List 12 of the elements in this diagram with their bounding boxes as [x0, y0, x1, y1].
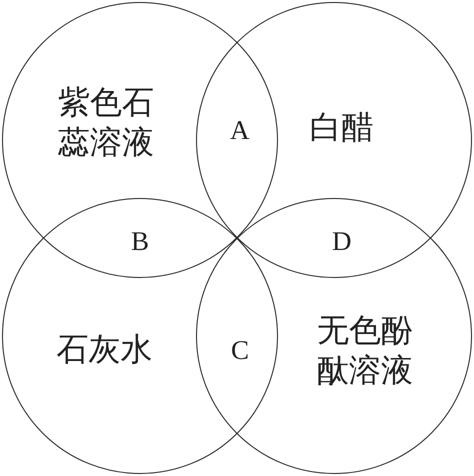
venn-circle: [2, 2, 278, 278]
region-letter: C: [231, 335, 250, 365]
venn-circle: [196, 2, 472, 278]
region-letter: D: [332, 226, 352, 256]
venn-circle: [2, 198, 278, 474]
region-letter: A: [230, 115, 250, 145]
region-letter: B: [131, 226, 150, 256]
venn-circle: [196, 198, 472, 474]
circle-label: 紫色石蕊溶液: [57, 83, 155, 162]
circle-label: 石灰水: [56, 330, 152, 370]
circle-label: 无色酚酞溶液: [316, 311, 414, 390]
circle-label: 白醋: [309, 108, 374, 148]
